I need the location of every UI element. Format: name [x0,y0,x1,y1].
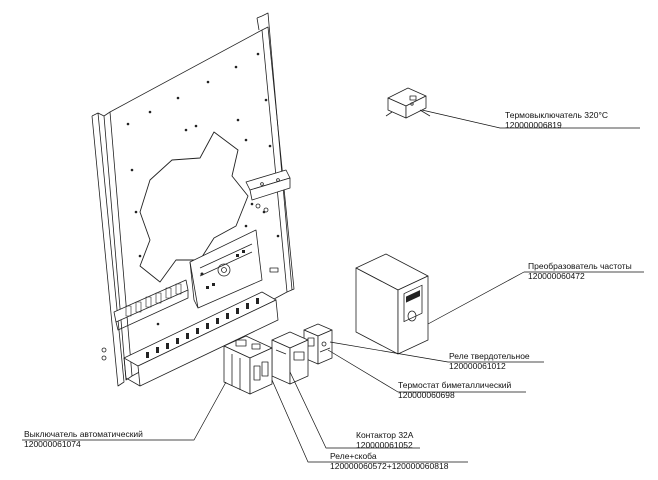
circuit-breaker-part [223,335,273,395]
callout-title: Реле+скоба [330,451,377,461]
controller-board [189,229,279,309]
thermal-switch-part [385,87,431,119]
callout-solid-state-relay: Реле твердотельное 120000061012 [449,351,530,371]
callout-code: 120000060572+120000060818 [330,460,449,471]
terminal-block [101,291,279,387]
relay-thermostat-part [303,323,333,365]
callout-thermal-switch: Термовыключатель 320°C 120000006819 [505,110,609,130]
callout-bimetal-thermostat: Термостат биметаллический 120000060698 [398,380,512,400]
callout-contactor: Контактор 32А 120000061052 [356,430,414,450]
leader-lines [22,109,644,463]
callout-title: Контактор 32А [356,430,414,440]
callout-code: 120000060698 [398,389,455,400]
angle-bracket [245,169,291,213]
callout-frequency-converter: Преобразователь частоты 120000060472 [528,261,632,281]
callout-title: Выключатель автоматический [24,429,143,439]
upper-din-rail [113,279,189,331]
callout-code: 120000060472 [528,270,585,281]
callout-title: Преобразователь частоты [528,261,632,271]
callout-title: Термовыключатель 320°C [505,110,609,120]
callout-code: 120000006819 [505,119,562,130]
callout-title: Реле твердотельное [449,351,530,361]
callout-circuit-breaker: Выключатель автоматический 120000061074 [24,429,143,449]
callout-code: 120000061074 [24,438,81,449]
callout-code: 120000061012 [449,360,506,371]
callout-title: Термостат биметаллический [398,380,512,390]
frequency-converter-part [355,253,429,355]
contactor-part [271,331,309,385]
mounting-panel [91,12,295,387]
callout-code: 120000061052 [356,439,413,450]
callout-relay-bracket: Реле+скоба 120000060572+120000060818 [330,451,449,471]
